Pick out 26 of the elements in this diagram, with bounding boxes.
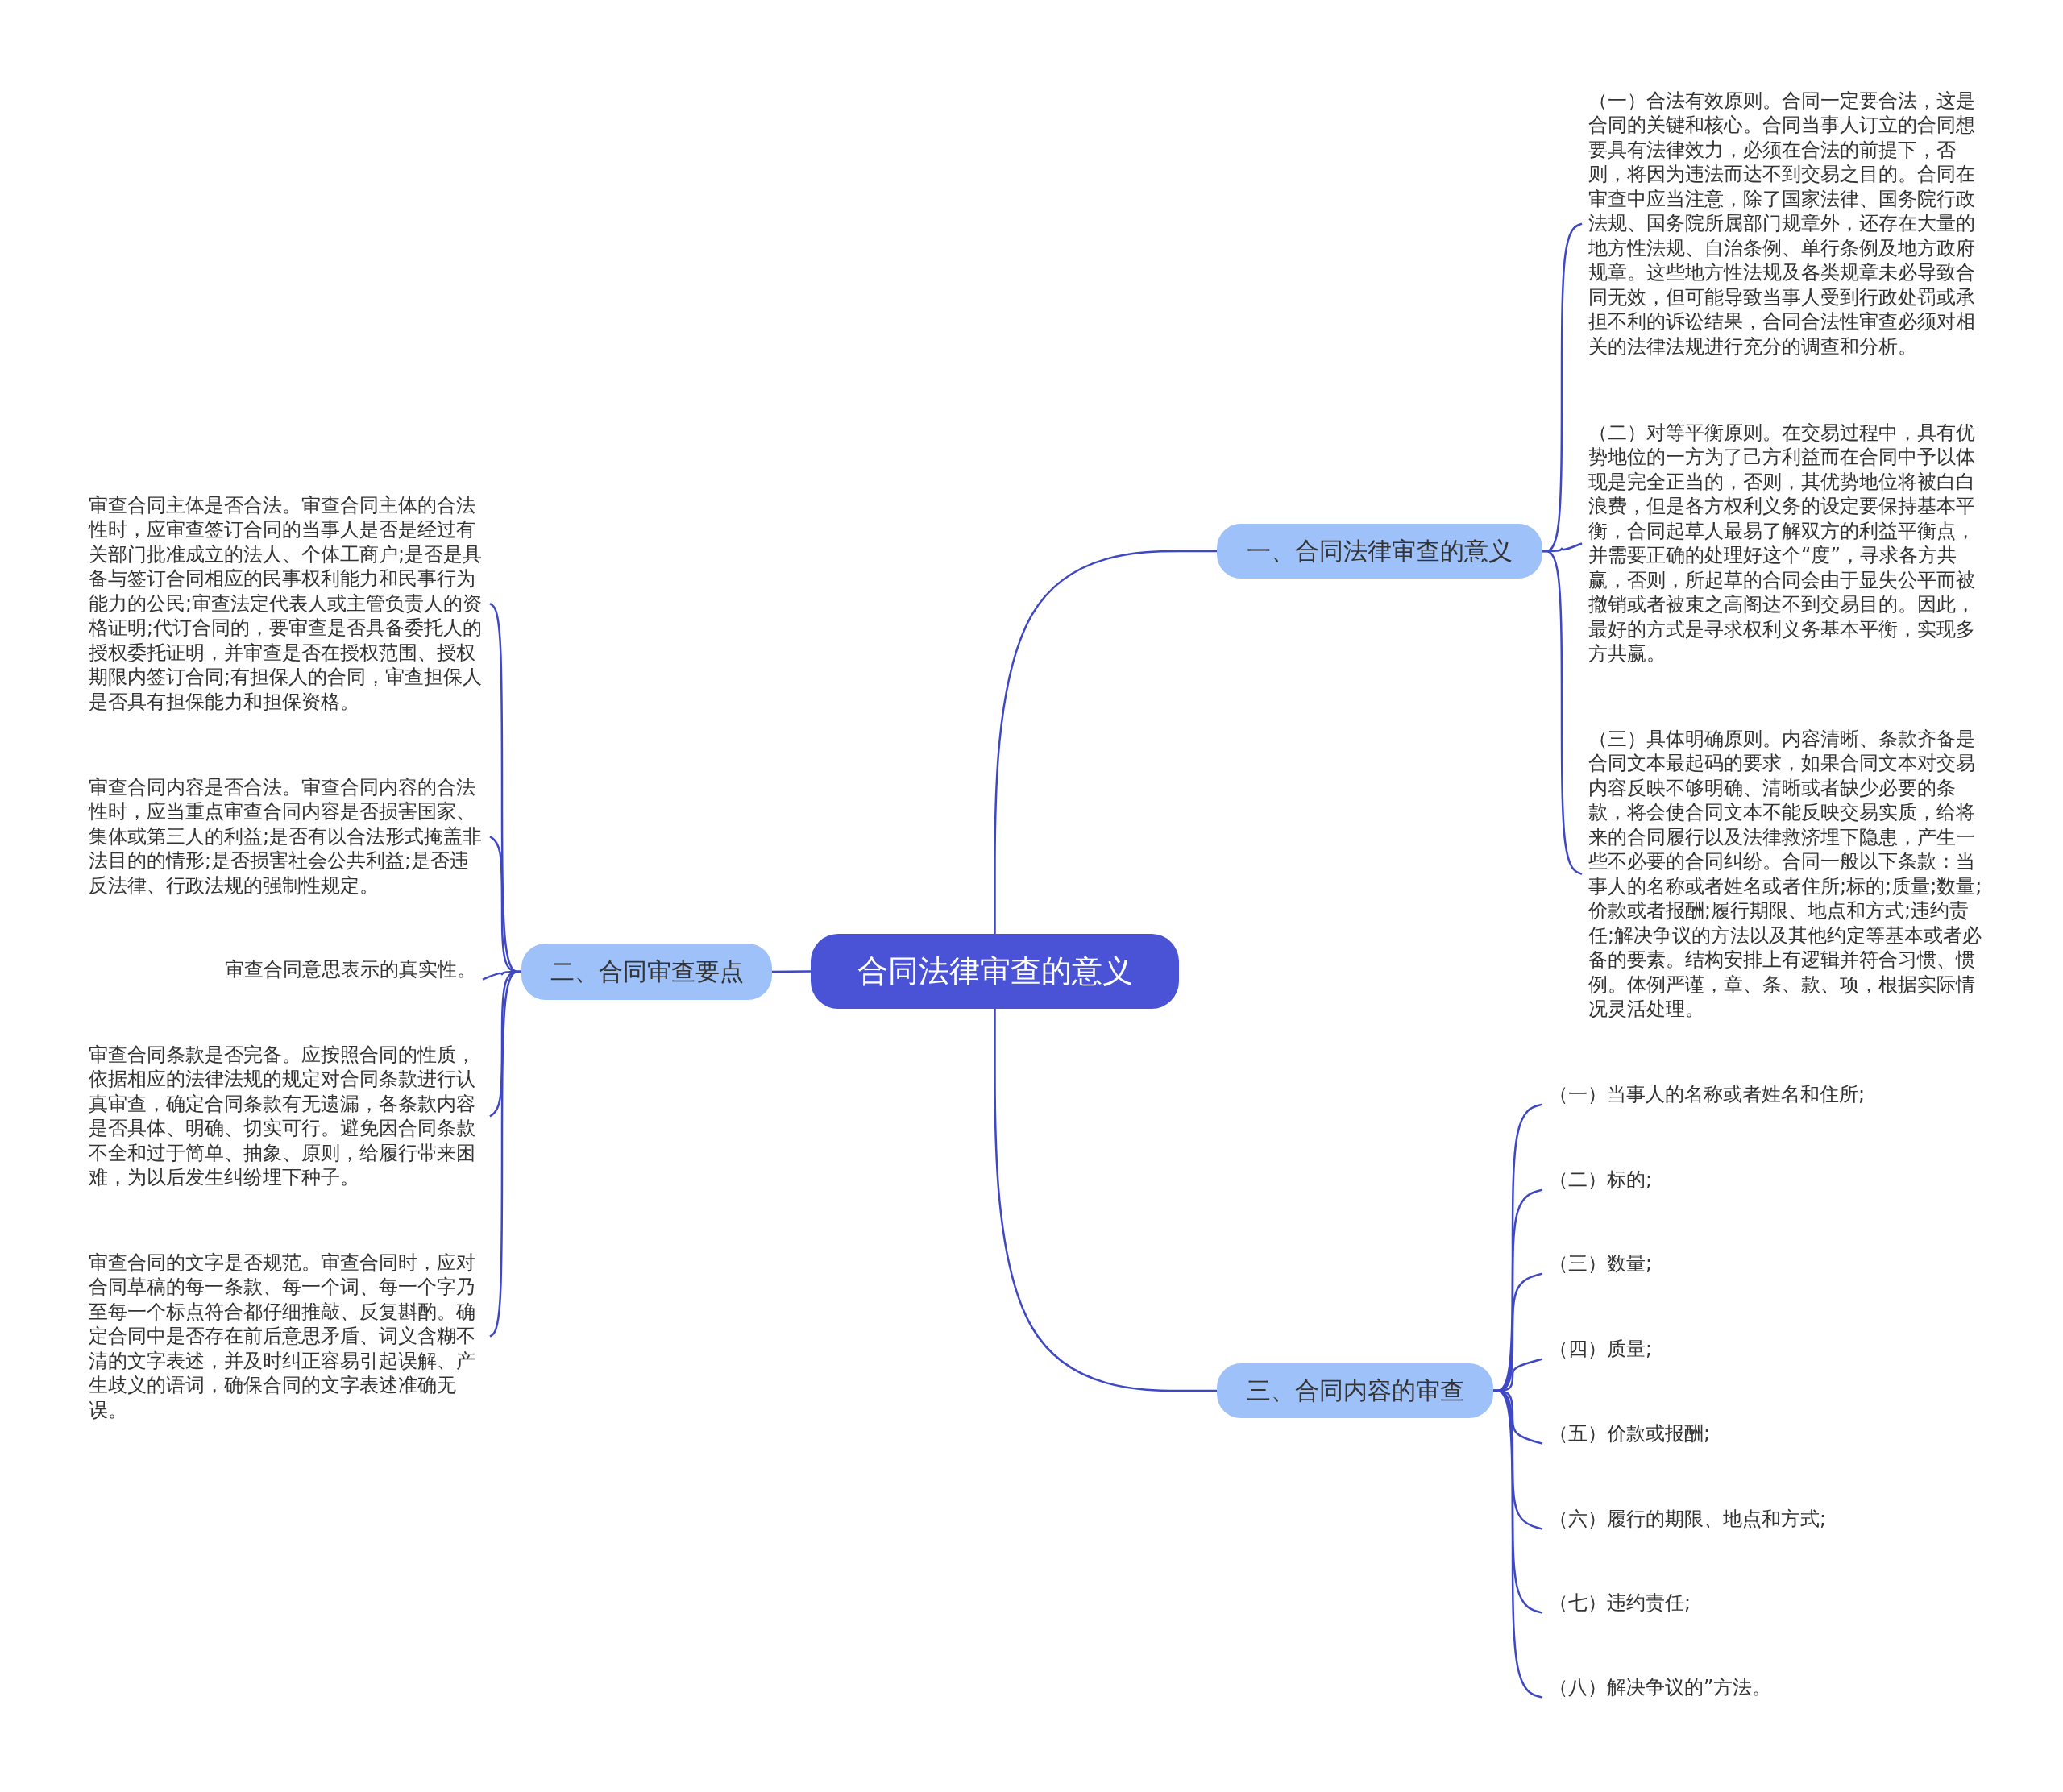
topic-text: 审查合同主体是否合法。审查合同主体的合法性时，应审查签订合同的当事人是否是经过有关部门批准成立的法人、个体工商户;是否是具备与签订合同相应的民事权利能力和民事行为能力的公民;审查法定代表人或主管负责人的资格证明;代订合同的，要审查是否具备委托人的授权委托证明，并审查是否在授权范围、授权期限内签订合同;有担保人的合同，审查担保人是否具有担保能力和担保资格。: [89, 493, 484, 715]
connector-line: [772, 970, 811, 973]
topic-text: （三）数量;: [1549, 1251, 1653, 1277]
topic-text: （六）履行的期限、地点和方式;: [1549, 1507, 1827, 1533]
topic-text: 审查合同内容是否合法。审查合同内容的合法性时，应当重点审查合同内容是否损害国家、集体或第三人的利益;是否有以合法形式掩盖非法目的的情形;是否损害社会公共利益;是否违反法律、行政法规的强制性规定。: [89, 775, 484, 898]
connector-line: [489, 970, 521, 1338]
branch-topic: 三、合同内容的审查: [1217, 1363, 1493, 1418]
topic-text: （一）合法有效原则。合同一定要合法，这是合同的关键和核心。合同当事人订立的合同想要具有法律效力，必须在合法的前提下，否则，将因为违法而达不到交易之目的。合同在审查中应当注意，除了国家法律、国务院行政法规、国务院所属部门规章外，还存在大量的地方性法规、自治条例、单行条例及地方政府规章。这些地方性法规及各类规章未必导致合同无效，但可能导致当事人受到行政处罚或承担不利的诉讼结果，合同合法性审查必须对相关的法律法规进行充分的调查和分析。: [1588, 89, 1983, 359]
topic-text: （二）对等平衡原则。在交易过程中，具有优势地位的一方为了己方利益而在合同中予以体现是完全正当的，否则，其优势地位将被白白浪费，但是各方权利义务的设定要保持基本平衡，合同起草人最易了解双方的利益平衡点，并需要正确的处理好这个“度”，寻求各方共赢，否则，所起草的合同会由于显失公平而被撤销或者被束之高阁达不到交易目的。因此，最好的方式是寻求权利义务基本平衡，实现多方共赢。: [1588, 421, 1983, 666]
central-topic: 合同法律审查的意义: [811, 934, 1179, 1009]
connector-line: [1493, 1389, 1543, 1699]
topic-text: （八）解决争议的”方法。: [1549, 1675, 1772, 1701]
connector-line: [994, 1009, 1217, 1392]
connector-line: [994, 550, 1217, 934]
topic-text: 审查合同意思表示的真实性。: [225, 957, 476, 983]
topic-text: 审查合同条款是否完备。应按照合同的性质，依据相应的法律法规的规定对合同条款进行认真审查，确定合同条款有无遗漏，各条款内容是否具体、明确、切实可行。避免因合同条款不全和过于简单、抽象、原则，给履行带来困难，为以后发生纠纷埋下种子。: [89, 1043, 484, 1190]
topic-text: （二）标的;: [1549, 1168, 1653, 1193]
connector-line: [1542, 550, 1583, 875]
topic-text: （四）质量;: [1549, 1337, 1653, 1363]
topic-text: （三）具体明确原则。内容清晰、条款齐备是合同文本最起码的要求，如果合同文本对交易内容反映不够明确、清晰或者缺少必要的条款，将会使合同文本不能反映交易实质，给将来的合同履行以及法律救济埋下隐患，产生一些不必要的合同纠纷。合同一般以下条款：当事人的名称或者姓名或者住所;标的;质量;数量;价款或者报酬;履行期限、地点和方式;违约责任;解决争议的方法以及其他约定等基本或者必备的要素。结构安排上有逻辑并符合习惯、惯例。体例严谨，章、条、款、项，根据实际情况灵活处理。: [1588, 727, 1983, 1022]
topic-text: （七）违约责任;: [1549, 1591, 1691, 1616]
topic-text: （五）价款或报酬;: [1549, 1421, 1711, 1447]
topic-text: （一）当事人的名称或者姓名和住所;: [1549, 1082, 1866, 1108]
topic-text: 审查合同的文字是否规范。审查合同时，应对合同草稿的每一条款、每一个词、每一个字乃至每一个标点符合都仔细推敲、反复斟酌。确定合同中是否存在前后意思矛盾、词义含糊不清的文字表述，并及时纠正容易引起误解、产生歧义的语词，确保合同的文字表述准确无误。: [89, 1251, 484, 1423]
branch-topic: 一、合同法律审查的意义: [1217, 524, 1542, 579]
branch-topic: 二、合同审查要点: [521, 944, 772, 1000]
